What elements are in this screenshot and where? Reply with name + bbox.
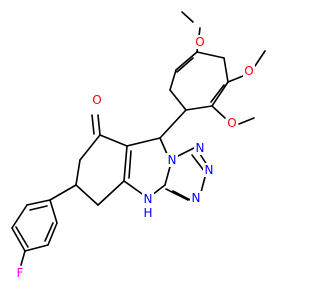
bond xyxy=(223,57,229,83)
atom-label-background xyxy=(194,141,206,155)
atom-label-background xyxy=(243,64,255,78)
bond xyxy=(97,114,101,136)
bond xyxy=(181,11,194,23)
bond xyxy=(176,57,194,73)
atom-label-background xyxy=(190,191,202,205)
atom-label-background xyxy=(226,116,238,130)
bond xyxy=(49,184,77,201)
bond-layer xyxy=(11,11,266,266)
bond xyxy=(211,105,226,119)
atom-label-background xyxy=(14,266,26,280)
bond xyxy=(238,117,255,125)
bond xyxy=(254,50,266,67)
bond xyxy=(99,134,128,147)
bond xyxy=(126,137,161,147)
atom-label-background xyxy=(203,163,215,177)
atom-label-background xyxy=(194,35,206,49)
bond xyxy=(227,75,244,83)
bond xyxy=(169,89,187,111)
atom-label-f: F xyxy=(17,266,24,280)
atom-label-background xyxy=(166,153,178,167)
atom-label-background xyxy=(142,192,154,206)
atom-label-n-b: N xyxy=(196,141,205,155)
bond xyxy=(159,109,187,139)
bond xyxy=(97,180,125,206)
atom-label-o-methoxy-c: O xyxy=(227,116,236,130)
bond xyxy=(196,51,225,59)
atom-label-background xyxy=(142,206,154,220)
bond xyxy=(24,244,49,252)
bond xyxy=(128,150,132,179)
atom-label-n-a: N xyxy=(168,153,177,167)
bond xyxy=(210,84,225,103)
bond xyxy=(11,227,26,252)
bond xyxy=(75,184,99,206)
bond xyxy=(91,114,95,135)
atom-label-n-d: N xyxy=(192,191,201,205)
atom-label-o-methoxy-a: O xyxy=(195,35,204,49)
bond xyxy=(75,159,81,186)
bond xyxy=(151,184,166,196)
bond xyxy=(175,51,198,71)
atom-label-o-ketone: O xyxy=(92,93,101,107)
bond xyxy=(123,145,128,182)
atom-label-n-c: N xyxy=(205,163,214,177)
bond xyxy=(44,222,54,242)
bond xyxy=(191,154,206,173)
atom-label-n-h: N xyxy=(144,192,153,206)
bond xyxy=(211,81,229,107)
bond xyxy=(29,205,48,211)
bond xyxy=(20,250,26,266)
bond xyxy=(169,69,177,91)
bond xyxy=(26,199,51,206)
atom-label-o-methoxy-b: O xyxy=(244,64,253,78)
bond xyxy=(177,147,195,157)
bond xyxy=(47,222,58,246)
bond xyxy=(185,105,213,111)
bond xyxy=(165,188,189,201)
bond xyxy=(123,180,146,197)
atom-label-background xyxy=(91,93,103,107)
bond xyxy=(49,199,58,224)
bond xyxy=(79,134,101,161)
bond xyxy=(11,204,28,229)
bond xyxy=(15,226,29,248)
atom-label-h-on-n: H xyxy=(143,206,152,220)
